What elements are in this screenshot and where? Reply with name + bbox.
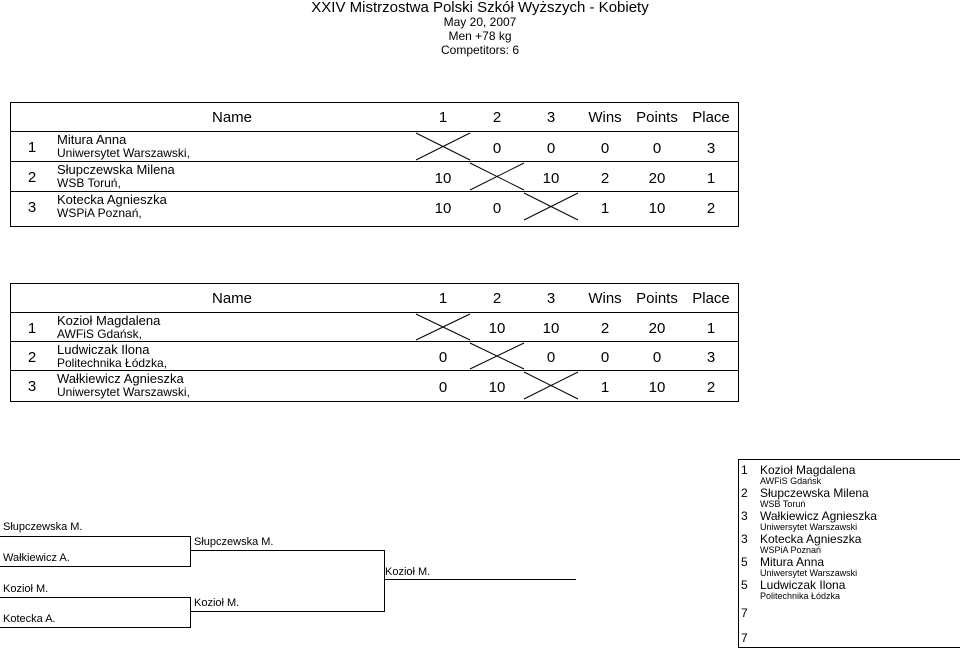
pool-b-grid (10, 283, 739, 402)
score-cell: 10 (488, 320, 506, 337)
bracket-r1-slot: Kotecka A. (3, 613, 56, 625)
pool-b-seed-3: 3 (27, 378, 37, 395)
result-club: Politechnika Łódzka (760, 591, 841, 601)
competitor-name: Słupczewska Milena (57, 162, 175, 177)
weight-category: Men +78 kg (448, 29, 512, 43)
pool-a-seed-1: 1 (27, 139, 37, 156)
score-cell: 0 (492, 140, 502, 157)
score-cell: 0 (546, 349, 556, 366)
place-cell: 3 (706, 349, 716, 366)
result-name: Ludwiczak Ilona (760, 578, 846, 592)
col-header-1: 1 (438, 109, 448, 126)
result-rank: 7 (741, 606, 748, 620)
wins-cell: 2 (600, 170, 610, 187)
score-cell: 0 (492, 200, 502, 217)
wins-cell: 1 (600, 200, 610, 217)
col-header-place: Place (692, 290, 730, 307)
score-cell: 10 (542, 170, 560, 187)
result-club: Uniwersytet Warszawski (760, 522, 858, 532)
wins-cell: 2 (600, 320, 610, 337)
col-header-2: 2 (492, 290, 502, 307)
competitors-count: Competitors: 6 (440, 43, 520, 57)
score-cell: 10 (434, 200, 452, 217)
bracket-r1-slot: Kozioł M. (3, 583, 49, 595)
points-cell: 0 (652, 349, 662, 366)
wins-cell: 0 (600, 140, 610, 157)
result-club: Uniwersytet Warszawski (760, 568, 858, 578)
result-rank: 1 (741, 463, 748, 477)
col-header-name: Name (212, 290, 253, 307)
competitor-name: Kotecka Agnieszka (57, 192, 167, 207)
result-rank: 3 (741, 509, 748, 523)
pool-b-seed-1: 1 (27, 320, 37, 337)
points-cell: 0 (652, 140, 662, 157)
points-cell: 20 (648, 320, 666, 337)
col-header-1: 1 (438, 290, 448, 307)
wins-cell: 1 (600, 379, 610, 396)
col-header-2: 2 (492, 109, 502, 126)
pool-b: Name 1 2 3 Wins Points Place 1 Kozioł Ma… (0, 283, 960, 403)
result-club: WSB Toruń (760, 499, 806, 509)
bracket-final-slot: Kozioł M. (385, 566, 431, 578)
col-header-3: 3 (546, 109, 556, 126)
col-header-3: 3 (546, 290, 556, 307)
score-cell: 10 (434, 170, 452, 187)
col-header-place: Place (692, 109, 730, 126)
pool-a-grid (10, 102, 739, 227)
page-title: XXIV Mistrzostwa Polski Szkół Wyższych -… (311, 0, 649, 16)
points-cell: 20 (648, 170, 666, 187)
bracket-r2-slot: Słupczewska M. (194, 536, 274, 548)
result-club: AWFiS Gdańsk (760, 476, 822, 486)
col-header-points: Points (636, 290, 678, 307)
col-header-name: Name (212, 109, 253, 126)
place-cell: 3 (706, 140, 716, 157)
competitor-club: Uniwersytet Warszawski, (57, 385, 190, 399)
col-header-points: Points (636, 109, 678, 126)
bracket-r1-slot: Słupczewska M. (3, 521, 83, 533)
place-cell: 2 (706, 379, 716, 396)
col-header-wins: Wins (588, 109, 622, 126)
pool-b-seed-2: 2 (27, 349, 37, 366)
competitor-club: Uniwersytet Warszawski, (57, 146, 190, 160)
bracket-r1-slot: Wałkiewicz A. (3, 552, 70, 564)
result-rank: 7 (741, 631, 748, 645)
points-cell: 10 (648, 200, 666, 217)
result-name: Kozioł Magdalena (760, 463, 856, 477)
competitor-name: Mitura Anna (57, 132, 127, 147)
competitor-club: AWFiS Gdańsk, (57, 327, 142, 341)
result-name: Kotecka Agnieszka (760, 532, 862, 546)
result-name: Wałkiewicz Agnieszka (760, 509, 877, 523)
col-header-wins: Wins (588, 290, 622, 307)
result-club: WSPiA Poznań (760, 545, 822, 555)
place-cell: 1 (706, 320, 716, 337)
points-cell: 10 (648, 379, 666, 396)
score-cell: 0 (438, 349, 448, 366)
score-cell: 10 (542, 320, 560, 337)
pool-a-seed-3: 3 (27, 199, 37, 216)
event-date: May 20, 2007 (443, 15, 517, 29)
result-name: Mitura Anna (760, 555, 825, 569)
result-rank: 3 (741, 532, 748, 546)
competitor-name: Wałkiewicz Agnieszka (57, 371, 184, 386)
competitor-club: WSB Toruń, (57, 176, 121, 190)
result-rank: 5 (741, 555, 748, 569)
wins-cell: 0 (600, 349, 610, 366)
pool-a: Name 1 2 3 Wins Points Place 1 Mitura An… (0, 102, 960, 227)
result-name: Słupczewska Milena (760, 486, 869, 500)
result-rank: 2 (741, 486, 748, 500)
score-cell: 10 (488, 379, 506, 396)
score-cell: 0 (546, 140, 556, 157)
competitor-club: WSPiA Poznań, (57, 206, 142, 220)
pool-a-seed-2: 2 (27, 169, 37, 186)
place-cell: 2 (706, 200, 716, 217)
bracket-r2-slot: Kozioł M. (194, 597, 240, 609)
place-cell: 1 (706, 170, 716, 187)
score-cell: 0 (438, 379, 448, 396)
competitor-club: Politechnika Łódzka, (57, 356, 168, 370)
competitor-name: Kozioł Magdalena (57, 313, 161, 328)
competitor-name: Ludwiczak Ilona (57, 342, 150, 357)
result-rank: 5 (741, 578, 748, 592)
